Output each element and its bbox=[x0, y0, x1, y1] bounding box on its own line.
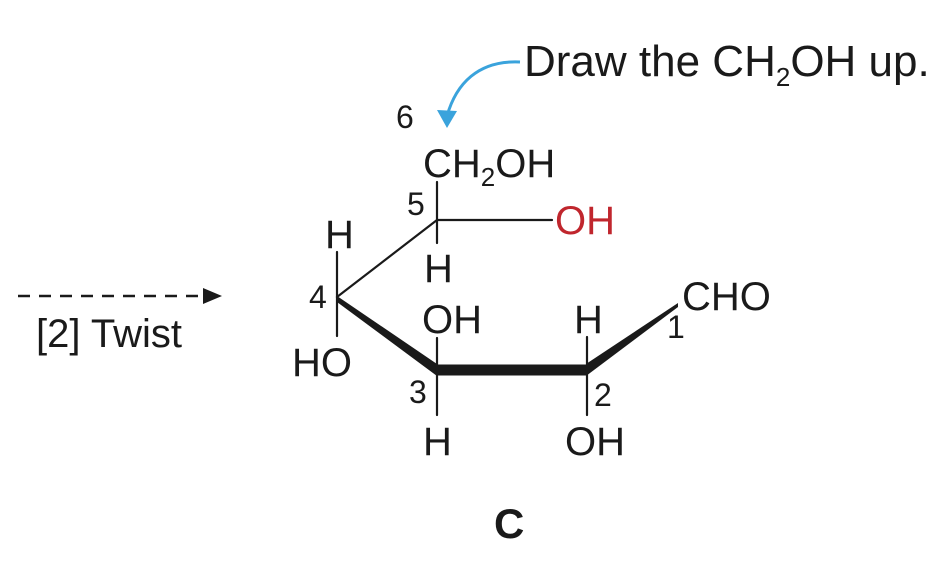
c2-oh-label: OH bbox=[565, 420, 625, 464]
annotation-text: Draw the CH2OH up. bbox=[524, 37, 930, 92]
c1-cho-label: CHO bbox=[682, 275, 771, 319]
c5-number: 5 bbox=[407, 186, 425, 222]
c4-c3-wedge-bond bbox=[337, 296, 437, 376]
c6-ch2oh-pre: CH bbox=[423, 142, 481, 186]
blue-pointer-arrow bbox=[445, 60, 521, 117]
c2-number: 2 bbox=[594, 377, 612, 413]
c6-number: 6 bbox=[396, 99, 414, 135]
c5-c4-bond bbox=[335, 218, 439, 299]
c4-ho-label: HO bbox=[292, 341, 352, 385]
annotation-text-sub: 2 bbox=[776, 62, 790, 92]
blue-arrow-head-icon bbox=[437, 110, 457, 128]
c5-oh-label: OH bbox=[555, 199, 615, 243]
caption-label: C bbox=[494, 500, 524, 547]
annotation-text-pre: Draw the CH bbox=[524, 37, 776, 86]
c2-h-label: H bbox=[574, 298, 603, 342]
c6-ch2oh-post: OH bbox=[495, 142, 555, 186]
arrow-head-icon bbox=[203, 288, 222, 304]
c2-c1-wedge-bond bbox=[586, 303, 678, 376]
c3-h-label: H bbox=[423, 420, 452, 464]
annotation-text-post: OH up. bbox=[790, 37, 929, 86]
step-label: [2] Twist bbox=[36, 312, 182, 356]
c4-number: 4 bbox=[309, 279, 327, 315]
c3-oh-label: OH bbox=[422, 298, 482, 342]
c1-number: 1 bbox=[667, 309, 685, 345]
c5-h-label: H bbox=[424, 247, 453, 291]
c4-h-label: H bbox=[325, 213, 354, 257]
c6-ch2oh-label: CH2OH bbox=[423, 142, 555, 192]
c3-number: 3 bbox=[409, 374, 427, 410]
c6-ch2oh-sub: 2 bbox=[481, 162, 495, 192]
